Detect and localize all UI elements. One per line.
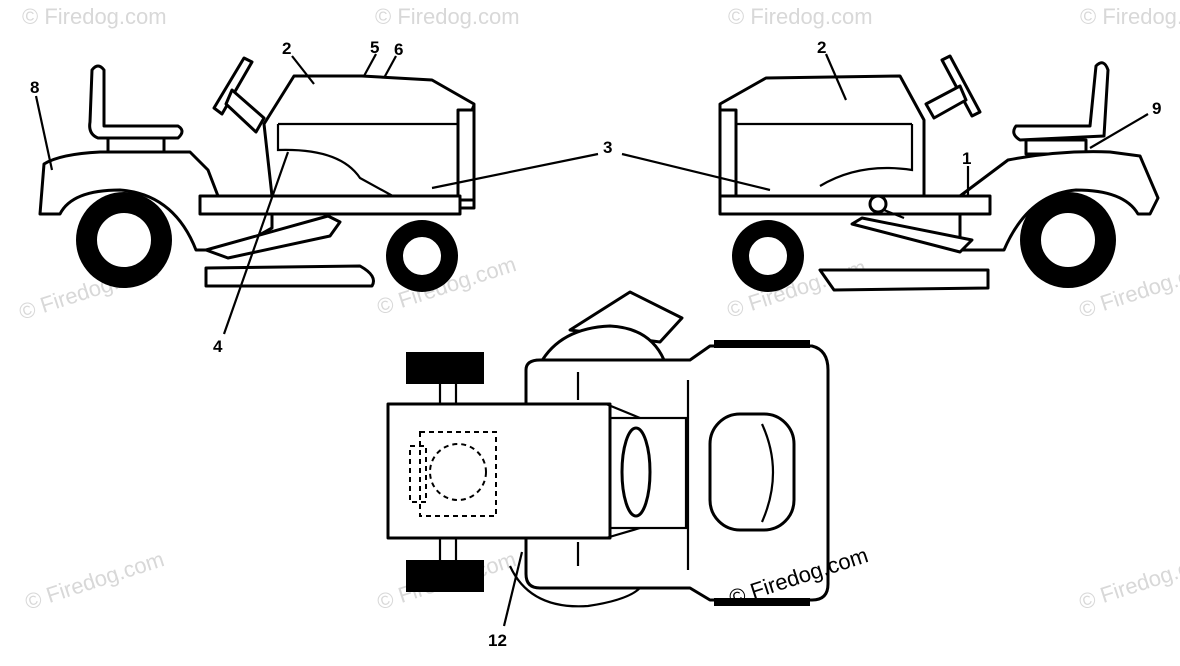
leader-line (431, 152, 599, 190)
frame (718, 194, 992, 216)
leader-line (502, 551, 524, 627)
leader-line (363, 53, 377, 77)
rear-fender (38, 150, 274, 252)
leader-line (291, 55, 315, 85)
hood-side-panel (276, 124, 401, 201)
front-wheel-top (406, 560, 484, 592)
front-wheel-top (406, 352, 484, 384)
watermark-text: © Firedog.com (375, 4, 520, 29)
seat (88, 64, 184, 140)
callout-2-right: 2 (817, 38, 826, 57)
callout-6: 6 (394, 40, 403, 59)
callouts: 2 5 6 8 4 3 2 9 1 12 (30, 38, 1161, 650)
engine-dashed (429, 443, 487, 501)
watermark-text: © Firedog.com (1076, 546, 1180, 614)
leader-line (621, 152, 771, 192)
deck-top-outline (538, 324, 666, 366)
seat (1012, 61, 1110, 142)
grille (456, 108, 476, 202)
rear-hub (1039, 211, 1097, 269)
footrest (850, 216, 974, 254)
tractor-left-side-view (38, 56, 476, 292)
rear-wheel-top (714, 598, 810, 606)
callout-8: 8 (30, 78, 39, 97)
engine-dashed (419, 431, 497, 517)
deck-underside (508, 565, 641, 608)
leader-line (1089, 113, 1149, 149)
callout-1: 1 (962, 149, 971, 168)
callout-2-left: 2 (282, 39, 291, 58)
mower-deck (204, 264, 375, 288)
leader-lines (34, 53, 1149, 627)
steering-column (224, 88, 266, 134)
watermark-text: © Firedog.com (22, 546, 167, 614)
hood (718, 74, 926, 210)
callout-4: 4 (213, 337, 223, 356)
rear-wheel-top (714, 340, 810, 348)
callout-9: 9 (1152, 99, 1161, 118)
hood-top (386, 402, 612, 540)
footrest (204, 214, 342, 260)
hood (262, 74, 476, 210)
steering-column (924, 84, 968, 120)
rear-hub (95, 211, 153, 269)
front-hub (747, 235, 789, 277)
frame (198, 194, 462, 216)
hood-taper (605, 402, 641, 540)
leader-line (222, 151, 290, 335)
callout-12: 12 (488, 631, 507, 650)
rear-fender (958, 150, 1160, 252)
steering-wheel-top (620, 426, 652, 518)
seat-backrest (760, 423, 775, 523)
leader-line (34, 95, 54, 171)
hood-side-panel (819, 124, 914, 187)
tractor-right-side-view (718, 54, 1160, 292)
grille (718, 108, 738, 202)
watermark-text: © Firedog.com (22, 4, 167, 29)
lift-lever (883, 208, 905, 220)
leader-line (824, 53, 848, 101)
watermark-text: © Firedog.com (1080, 4, 1180, 29)
callout-3: 3 (603, 138, 612, 157)
steering-wheel (212, 56, 254, 116)
front-hub (401, 235, 443, 277)
tractor-top-view (386, 290, 830, 608)
leader-line (383, 55, 397, 79)
callout-5: 5 (370, 38, 379, 57)
mower-deck (818, 268, 990, 292)
seat-top (708, 412, 796, 532)
watermark-text: © Firedog.com (728, 4, 873, 29)
lift-lever-knob (868, 194, 888, 214)
